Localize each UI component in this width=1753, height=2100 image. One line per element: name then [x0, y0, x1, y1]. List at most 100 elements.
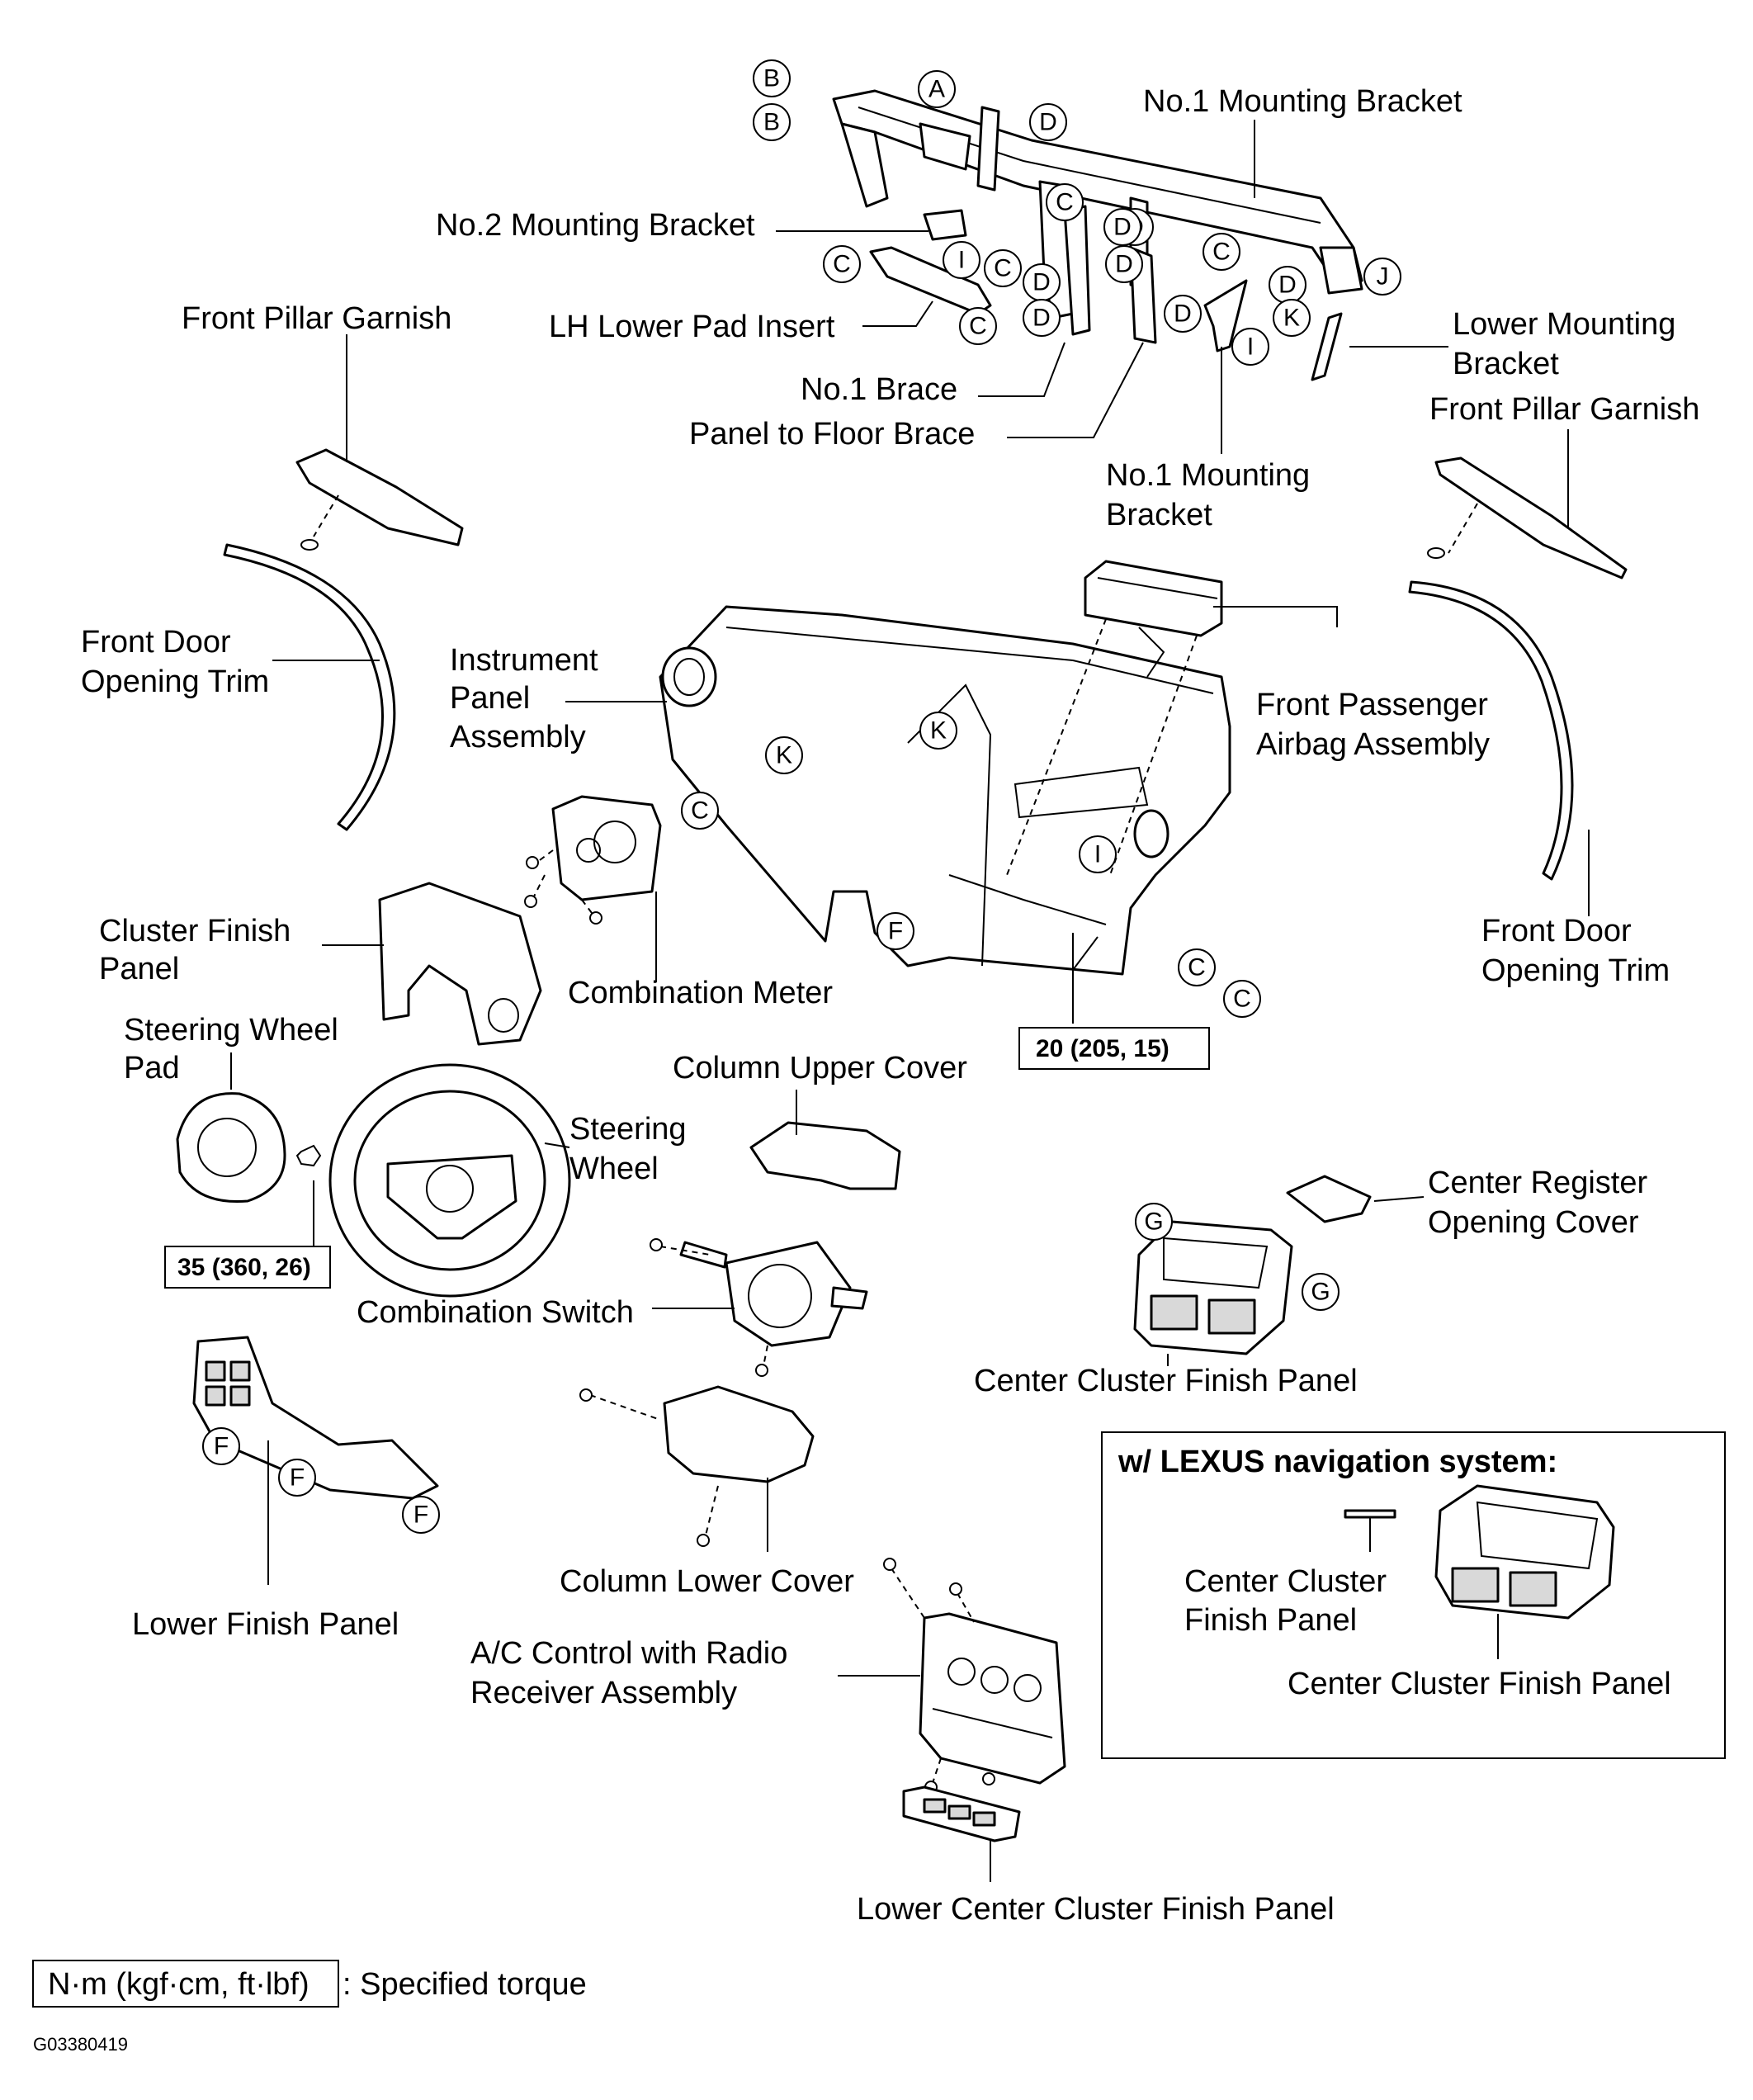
label-no1-brace: No.1 Brace	[801, 372, 957, 407]
label-instrument-panel-1: Instrument	[450, 643, 598, 678]
marker-j: J	[1363, 258, 1401, 296]
label-front-pillar-garnish-right: Front Pillar Garnish	[1429, 392, 1699, 427]
marker-d: D	[1023, 263, 1061, 301]
marker-c: C	[681, 792, 719, 830]
marker-c: C	[1223, 980, 1261, 1018]
marker-circle	[919, 712, 957, 750]
marker-circle	[1135, 1203, 1173, 1241]
marker-circle	[1029, 103, 1067, 141]
marker-letter: K	[1283, 305, 1300, 332]
center-cluster-finish-panel-part	[1133, 1220, 1293, 1355]
lh-lower-pad-insert-part	[869, 246, 992, 315]
marker-circle	[202, 1427, 240, 1465]
no1-mounting-bracket-mid-part	[1203, 279, 1248, 352]
marker-k: K	[1273, 299, 1311, 337]
label-nav-center-cluster-2: Finish Panel	[1184, 1603, 1357, 1638]
marker-d: D	[1029, 103, 1067, 141]
marker-c: C	[1203, 233, 1240, 271]
nav-inset-box	[1101, 1431, 1726, 1759]
label-front-door-trim-right-2: Opening Trim	[1481, 953, 1670, 988]
label-center-cluster-finish-panel: Center Cluster Finish Panel	[974, 1364, 1358, 1398]
marker-letter: F	[888, 918, 903, 945]
label-steering-wheel-1: Steering	[569, 1112, 687, 1147]
label-front-passenger-airbag-1: Front Passenger	[1256, 688, 1488, 722]
marker-c: C	[959, 307, 997, 345]
marker-circle	[1273, 299, 1311, 337]
marker-c: C	[823, 245, 861, 283]
label-lower-mounting-bracket-1: Lower Mounting	[1453, 307, 1675, 342]
label-no1-mounting-bracket: No.1 Mounting Bracket	[1143, 84, 1462, 119]
marker-g: G	[1302, 1273, 1340, 1311]
label-instrument-panel-2: Panel	[450, 681, 530, 716]
marker-a: A	[918, 70, 956, 108]
legend: N·m (kgf·cm, ft·lbf) : Specified torque	[32, 1960, 587, 2008]
lower-center-cluster-part	[902, 1785, 1021, 1842]
marker-letter: F	[413, 1502, 428, 1529]
leader-lines	[230, 120, 1590, 1882]
marker-circle	[765, 736, 803, 774]
marker-letter: A	[928, 76, 945, 103]
marker-letter: D	[1174, 300, 1192, 328]
figure-code: G03380419	[33, 2034, 128, 2055]
marker-circle	[278, 1459, 316, 1497]
marker-circle	[918, 70, 956, 108]
marker-circle	[959, 307, 997, 345]
label-nav-center-cluster-finish-panel: Center Cluster Finish Panel	[1288, 1667, 1671, 1701]
marker-b: B	[753, 59, 791, 97]
label-steering-wheel-2: Wheel	[569, 1152, 659, 1186]
marker-circle	[984, 249, 1022, 287]
marker-circle	[402, 1496, 440, 1534]
marker-circle	[1223, 980, 1261, 1018]
marker-f: F	[202, 1427, 240, 1465]
marker-c: C	[984, 249, 1022, 287]
label-panel-to-floor-brace: Panel to Floor Brace	[689, 417, 975, 452]
marker-letter: F	[214, 1433, 229, 1460]
marker-letter: D	[1113, 214, 1132, 241]
marker-c: C	[1046, 183, 1084, 221]
marker-circle	[1302, 1273, 1340, 1311]
front-pillar-garnish-right-part	[1434, 456, 1628, 579]
legend-unit-box: N·m (kgf·cm, ft·lbf)	[48, 1967, 309, 2002]
label-front-door-trim-left-2: Opening Trim	[81, 665, 269, 699]
marker-d: D	[1023, 299, 1061, 337]
marker-letter: D	[1115, 251, 1133, 278]
marker-i: I	[1231, 328, 1269, 366]
marker-d: D	[1164, 295, 1202, 333]
torque-spec-steering-wheel: 35 (360, 26)	[164, 1246, 331, 1289]
marker-letter: K	[776, 742, 792, 769]
column-upper-cover-part	[749, 1121, 901, 1190]
marker-circle	[1105, 245, 1143, 283]
legend-description: : Specified torque	[343, 1967, 587, 2002]
marker-letter: C	[833, 251, 851, 278]
marker-f: F	[402, 1496, 440, 1534]
combination-switch-part	[650, 1238, 868, 1377]
column-lower-cover-part	[579, 1385, 815, 1547]
marker-circle	[1178, 948, 1216, 986]
marker-i: I	[1079, 835, 1117, 873]
marker-circle	[1079, 835, 1117, 873]
marker-k: K	[765, 736, 803, 774]
label-front-passenger-airbag-2: Airbag Assembly	[1256, 727, 1490, 762]
label-instrument-panel-3: Assembly	[450, 720, 586, 754]
marker-letter: G	[1144, 1208, 1163, 1236]
marker-letter: I	[1094, 841, 1101, 868]
label-steering-wheel-pad-1: Steering Wheel	[124, 1013, 338, 1048]
front-passenger-airbag-part	[1006, 560, 1223, 876]
marker-letter: C	[691, 797, 709, 825]
label-no1-mounting-bracket-mid-2: Bracket	[1106, 498, 1212, 532]
label-center-register-cover-2: Opening Cover	[1428, 1205, 1639, 1240]
label-nav-title: w/ LEXUS navigation system:	[1117, 1445, 1557, 1479]
marker-letter: C	[969, 313, 987, 340]
marker-f: F	[278, 1459, 316, 1497]
marker-circle	[1363, 258, 1401, 296]
marker-b: B	[753, 103, 791, 141]
label-lower-finish-panel: Lower Finish Panel	[132, 1607, 399, 1642]
label-center-register-cover-1: Center Register	[1428, 1166, 1647, 1200]
label-front-pillar-garnish-left: Front Pillar Garnish	[182, 301, 451, 336]
marker-circle	[1046, 183, 1084, 221]
no2-mounting-bracket-part	[923, 209, 967, 241]
label-column-upper-cover: Column Upper Cover	[673, 1051, 967, 1085]
label-combination-switch: Combination Switch	[357, 1295, 634, 1330]
nav-center-cluster-part	[1344, 1484, 1615, 1659]
